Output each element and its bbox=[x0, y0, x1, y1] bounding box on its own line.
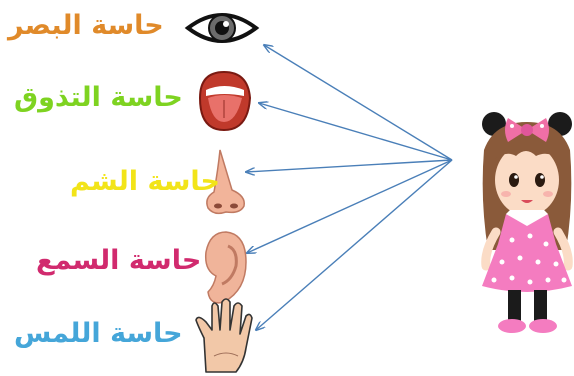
arrow-to-nose bbox=[246, 160, 452, 172]
arrow-to-mouth bbox=[259, 103, 452, 160]
label-smell: حاسة الشم bbox=[70, 168, 220, 195]
mouth-icon bbox=[200, 72, 250, 130]
arrows bbox=[246, 45, 452, 330]
hand-icon bbox=[196, 299, 252, 372]
eye-icon bbox=[188, 15, 256, 41]
arrow-to-eye bbox=[264, 45, 452, 160]
arrow-to-ear bbox=[247, 160, 452, 253]
label-taste: حاسة التذوق bbox=[14, 84, 183, 111]
label-touch: حاسة اللمس bbox=[14, 320, 183, 347]
arrow-to-hand bbox=[256, 160, 452, 330]
label-sight: حاسة البصر bbox=[8, 12, 164, 39]
girl-figure-icon bbox=[482, 112, 572, 333]
label-hearing: حاسة السمع bbox=[36, 247, 201, 274]
ear-icon bbox=[206, 232, 246, 303]
